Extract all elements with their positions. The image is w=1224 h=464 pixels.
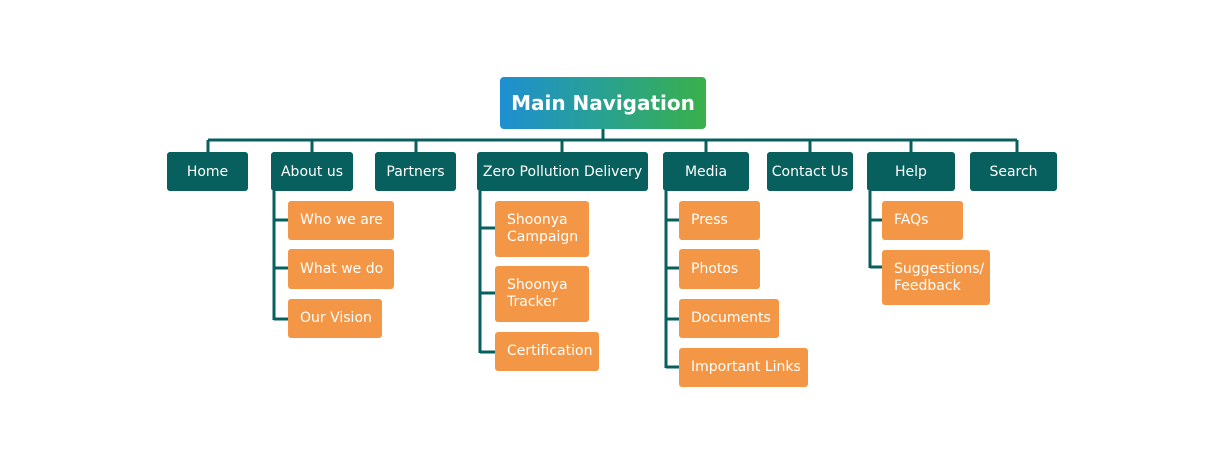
nav-item-label: Home: [186, 163, 229, 180]
sub-item-what-we-do[interactable]: What we do: [288, 249, 394, 289]
sub-item-shoonya-campaign[interactable]: Shoonya Campaign: [495, 201, 589, 257]
nav-item-partners[interactable]: Partners: [375, 152, 456, 191]
sub-item-label: Who we are: [300, 212, 383, 228]
sub-item-label: Photos: [691, 260, 739, 277]
sub-item-label: Press: [691, 212, 728, 228]
nav-item-label: About us: [280, 163, 343, 180]
sub-item-label: Shoonya Campaign: [507, 212, 579, 245]
sub-item-label: Our Vision: [300, 310, 372, 326]
sub-item-faqs[interactable]: FAQs: [882, 201, 963, 240]
sub-item-label: Important Links: [691, 359, 801, 375]
main-navigation-title: Main Navigation: [500, 77, 706, 129]
nav-item-label: Zero Pollution Delivery: [482, 163, 643, 180]
sub-item-label: Certification: [507, 343, 593, 359]
nav-item-about-us[interactable]: About us: [271, 152, 353, 191]
sub-item-press[interactable]: Press: [679, 201, 760, 240]
sub-item-label: Shoonya Tracker: [507, 277, 568, 310]
nav-item-contact-us[interactable]: Contact Us: [767, 152, 853, 191]
sub-item-who-we-are[interactable]: Who we are: [288, 201, 394, 240]
nav-item-zero-pollution-delivery[interactable]: Zero Pollution Delivery: [477, 152, 648, 191]
sub-item-photos[interactable]: Photos: [679, 249, 760, 289]
nav-item-label: Search: [989, 163, 1038, 180]
sub-item-label: Suggestions/ Feedback: [894, 260, 985, 294]
sub-item-important-links[interactable]: Important Links: [679, 348, 808, 387]
nav-item-label: Media: [684, 163, 728, 180]
main-navigation-label: Main Navigation: [511, 91, 695, 115]
nav-item-media[interactable]: Media: [663, 152, 749, 191]
sub-item-our-vision[interactable]: Our Vision: [288, 299, 382, 338]
nav-item-label: Help: [895, 163, 927, 180]
nav-item-label: Contact Us: [771, 163, 849, 180]
sub-item-shoonya-tracker[interactable]: Shoonya Tracker: [495, 266, 589, 322]
sub-item-label: What we do: [300, 260, 384, 277]
nav-item-search[interactable]: Search: [970, 152, 1057, 191]
sub-item-label: Documents: [691, 310, 771, 326]
sub-item-documents[interactable]: Documents: [679, 299, 779, 338]
nav-item-label: Partners: [386, 163, 445, 180]
nav-item-home[interactable]: Home: [167, 152, 248, 191]
sub-item-suggestions-feedback[interactable]: Suggestions/ Feedback: [882, 250, 990, 305]
sub-item-certification[interactable]: Certification: [495, 332, 599, 371]
sub-item-label: FAQs: [894, 212, 929, 228]
nav-item-help[interactable]: Help: [867, 152, 955, 191]
